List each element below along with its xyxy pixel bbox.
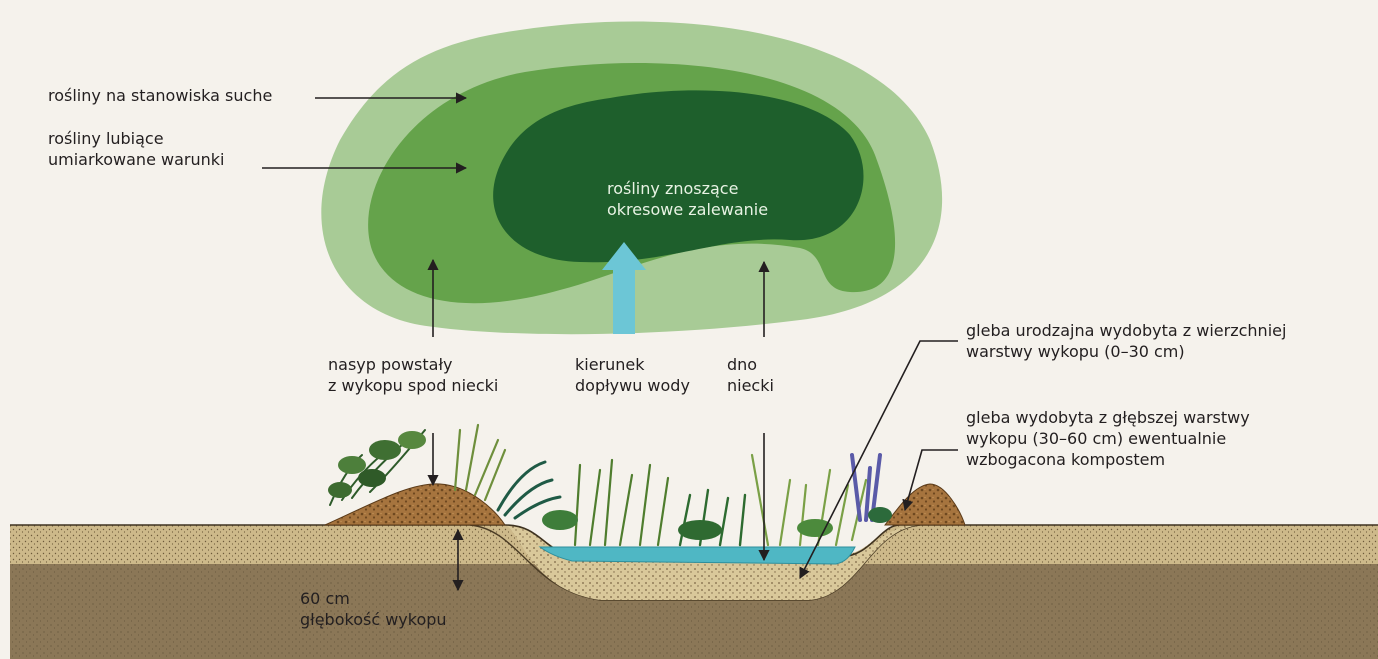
label-basin-bottom: dno niecki [727,354,774,396]
label-subsoil: gleba wydobyta z głębszej warstwy wykopu… [966,407,1250,470]
label-flood-plants: rośliny znoszące okresowe zalewanie [607,178,768,220]
label-embankment: nasyp powstały z wykopu spod niecki [328,354,498,396]
label-water-direction: kierunek dopływu wody [575,354,690,396]
label-depth: 60 cm głębokość wykopu [300,588,447,630]
label-moderate-plants: rośliny lubiące umiarkowane warunki [48,128,224,170]
spoil-heap [885,484,965,525]
zone-wet [493,90,863,262]
label-topsoil: gleba urodzajna wydobyta z wierzchniej w… [966,320,1286,362]
label-dry-plants: rośliny na stanowiska suche [48,85,272,106]
